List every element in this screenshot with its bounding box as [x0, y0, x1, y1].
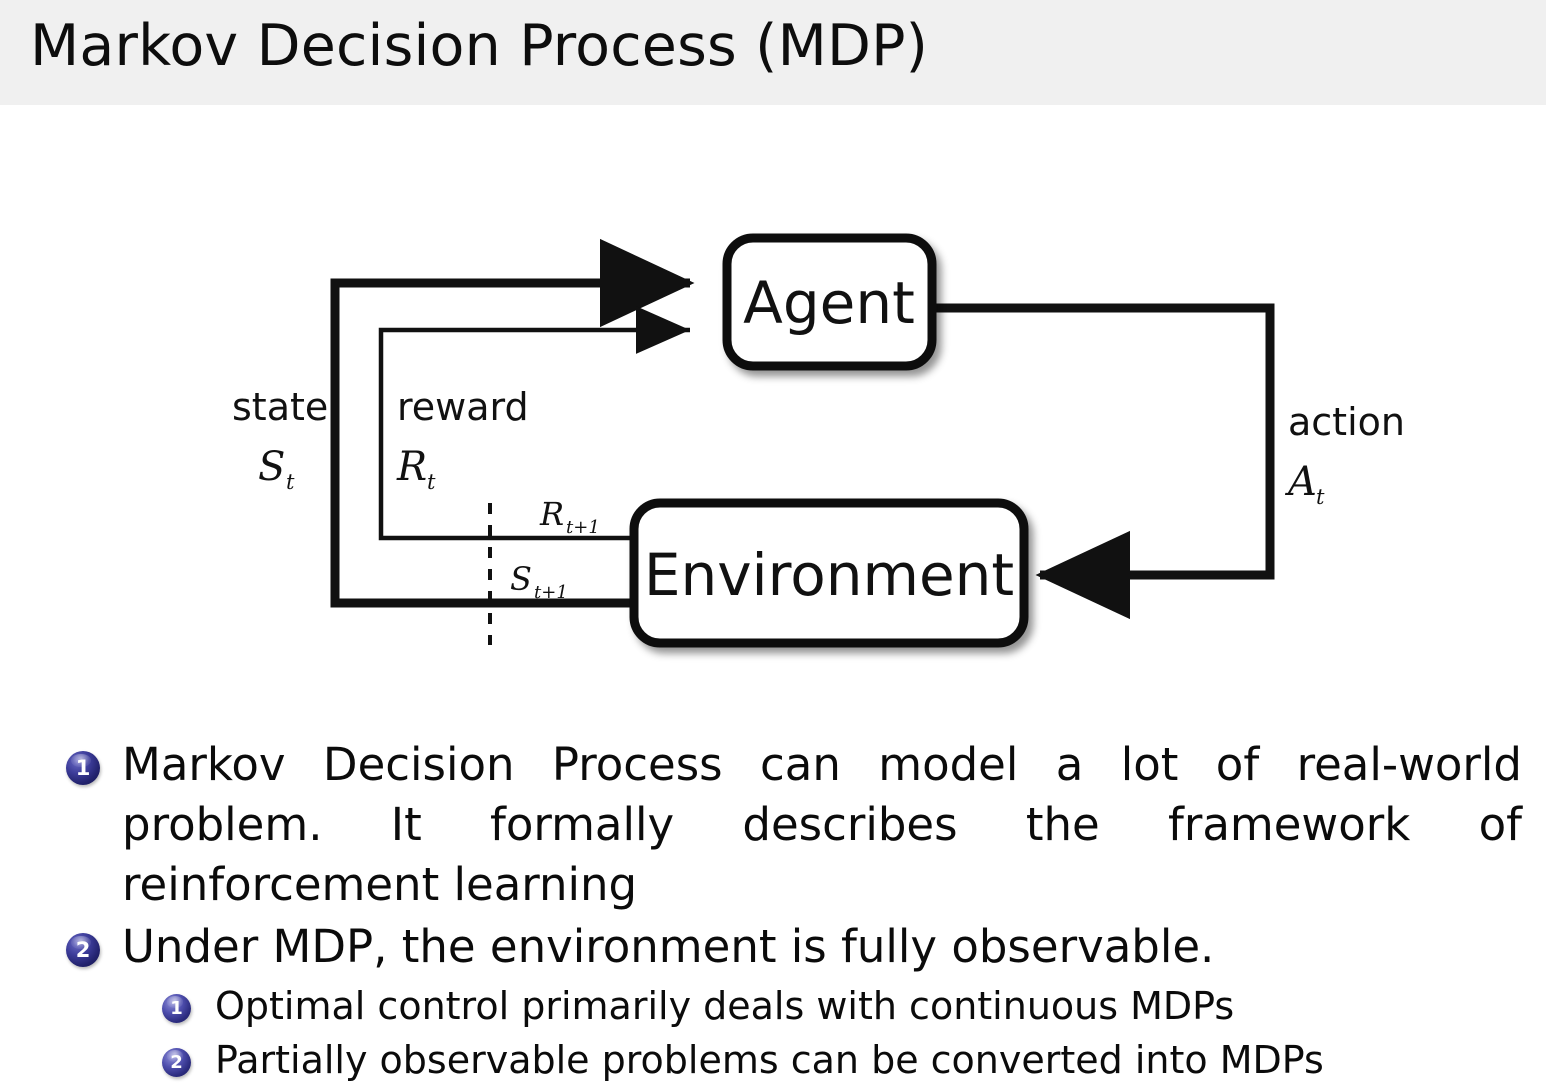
page-title: Markov Decision Process (MDP): [30, 13, 929, 79]
agent-box-label: Agent: [743, 269, 915, 337]
sub-bullet-marker: 1: [162, 994, 191, 1023]
node-environment: Environment: [629, 498, 1029, 648]
state-word-label: state: [232, 385, 328, 429]
reward-subscript-label: t: [427, 470, 436, 494]
label-reward: reward R t: [396, 385, 529, 494]
state-next-symbol-label: S: [510, 560, 532, 598]
action-symbol-label: A: [1284, 459, 1317, 505]
action-subscript-label: t: [1316, 485, 1325, 509]
environment-box-label: Environment: [644, 541, 1014, 609]
label-state-next: S t+1: [510, 560, 568, 603]
bullet-marker: 1: [66, 751, 100, 785]
reward-word-label: reward: [397, 385, 529, 429]
reward-symbol-label: R: [396, 444, 427, 490]
sub-list-item: 2 Partially observable problems can be c…: [0, 1033, 1546, 1087]
bullet-text: Markov Decision Process can model a lot …: [122, 738, 1522, 911]
label-reward-next: R t+1: [539, 495, 600, 538]
state-subscript-label: t: [286, 470, 295, 494]
slide-header-bar: Markov Decision Process (MDP): [0, 0, 1546, 105]
list-item: 2 Under MDP, the environment is fully ob…: [0, 917, 1546, 977]
sub-bullet-marker: 2: [162, 1048, 191, 1077]
bullet-marker: 2: [66, 933, 100, 967]
sub-bullet-text: Optimal control primarily deals with con…: [215, 984, 1235, 1028]
bullet-list: 1 Markov Decision Process can model a lo…: [0, 735, 1546, 1087]
reward-next-symbol-label: R: [539, 495, 564, 533]
edge-action-loop: [933, 303, 1275, 620]
label-state: state S t: [232, 385, 328, 494]
bullet-text: Under MDP, the environment is fully obse…: [122, 920, 1215, 973]
node-agent: Agent: [722, 233, 937, 371]
reward-next-subscript-label: t+1: [566, 517, 600, 538]
sub-bullet-marker-number: 1: [170, 998, 183, 1019]
sub-bullet-marker-number: 2: [170, 1052, 183, 1073]
label-action: action A t: [1284, 400, 1405, 509]
list-item: 1 Markov Decision Process can model a lo…: [0, 735, 1546, 915]
bullet-marker-number: 1: [75, 756, 91, 780]
state-next-subscript-label: t+1: [534, 582, 568, 603]
state-symbol-label: S: [258, 444, 285, 490]
sub-bullet-text: Partially observable problems can be con…: [215, 1038, 1324, 1082]
sub-list-item: 1 Optimal control primarily deals with c…: [0, 979, 1546, 1033]
mdp-diagram: Agent Environment state S t reward R t a…: [0, 105, 1546, 705]
action-word-label: action: [1288, 400, 1405, 444]
bullet-marker-number: 2: [75, 938, 91, 962]
